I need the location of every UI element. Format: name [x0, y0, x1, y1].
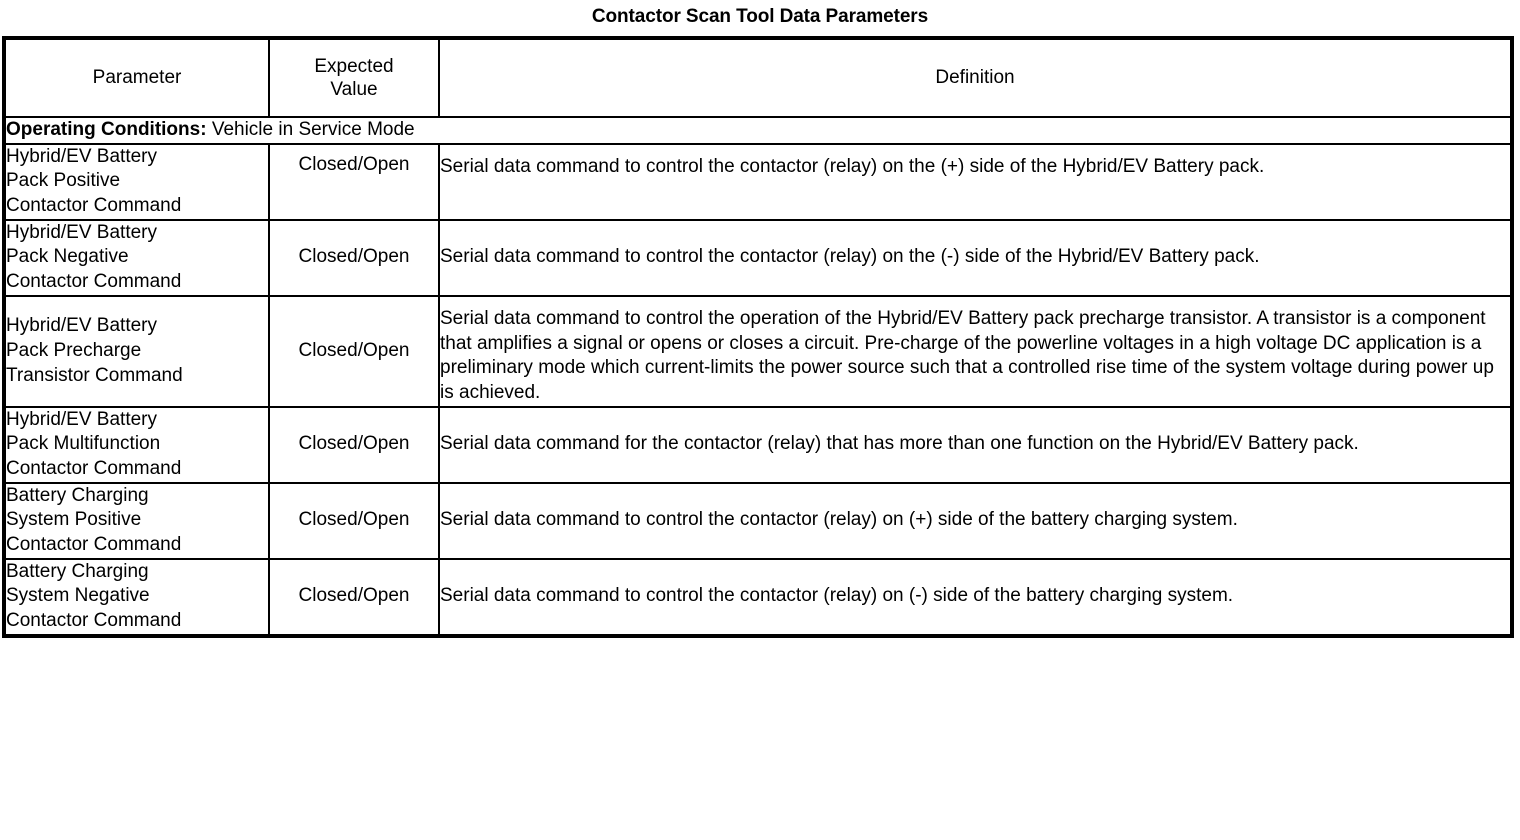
- parameter-line: Battery Charging: [6, 560, 149, 582]
- definition-cell: Serial data command to control the conta…: [438, 557, 1513, 637]
- parameter-name-cell: Hybrid/EV Battery Pack Negative Contacto…: [3, 218, 270, 297]
- parameter-line: Contactor Command: [6, 271, 182, 293]
- parameter-line: System Negative: [6, 585, 150, 607]
- expected-value-cell: Closed/Open: [268, 294, 440, 408]
- expected-value-cell: Closed/Open: [268, 557, 440, 637]
- parameter-line: Pack Precharge: [6, 339, 142, 361]
- parameter-line: Battery Charging: [6, 484, 149, 506]
- parameter-name-cell: Battery Charging System Positive Contact…: [3, 481, 270, 560]
- table-row: Battery Charging System Positive Contact…: [3, 481, 1513, 560]
- parameter-name-cell: Hybrid/EV Battery Pack Multifunction Con…: [3, 405, 270, 484]
- expected-value-cell: Closed/Open: [268, 481, 440, 560]
- parameter-line: Hybrid/EV Battery: [6, 221, 157, 243]
- table-row: Hybrid/EV Battery Pack Positive Contacto…: [3, 142, 1513, 221]
- column-header-parameter: Parameter: [3, 37, 270, 118]
- parameter-name-cell: Hybrid/EV Battery Pack Precharge Transis…: [3, 294, 270, 408]
- table-row: Hybrid/EV Battery Pack Multifunction Con…: [3, 405, 1513, 484]
- definition-cell: Serial data command to control the conta…: [438, 481, 1513, 560]
- expected-value-cell: Closed/Open: [268, 142, 440, 221]
- table-row: Battery Charging System Negative Contact…: [3, 557, 1513, 637]
- parameter-name-cell: Hybrid/EV Battery Pack Positive Contacto…: [3, 142, 270, 221]
- definition-cell: Serial data command for the contactor (r…: [438, 405, 1513, 484]
- table-header-row: Parameter Expected Value Definition: [3, 37, 1513, 118]
- parameter-line: Contactor Command: [6, 195, 182, 217]
- definition-cell: Serial data command to control the conta…: [438, 142, 1513, 221]
- definition-cell: Serial data command to control the conta…: [438, 218, 1513, 297]
- parameter-line: Contactor Command: [6, 610, 182, 632]
- parameter-line: Pack Multifunction: [6, 433, 161, 455]
- operating-conditions-value: Vehicle in Service Mode: [206, 119, 415, 140]
- parameter-line: Hybrid/EV Battery: [6, 145, 157, 167]
- column-header-expected-value-line2: Value: [330, 79, 378, 100]
- column-header-expected-value: Expected Value: [268, 37, 440, 118]
- column-header-definition: Definition: [438, 37, 1513, 118]
- expected-value-cell: Closed/Open: [268, 218, 440, 297]
- definition-cell: Serial data command to control the opera…: [438, 294, 1513, 408]
- parameter-line: System Positive: [6, 509, 142, 531]
- table-row: Hybrid/EV Battery Pack Precharge Transis…: [3, 294, 1513, 408]
- parameter-line: Hybrid/EV Battery: [6, 408, 157, 430]
- table-row: Hybrid/EV Battery Pack Negative Contacto…: [3, 218, 1513, 297]
- parameter-line: Contactor Command: [6, 457, 182, 479]
- parameter-line: Contactor Command: [6, 534, 182, 555]
- parameter-line: Pack Negative: [6, 246, 129, 268]
- expected-value-cell: Closed/Open: [268, 405, 440, 484]
- column-header-expected-value-line1: Expected: [314, 55, 394, 77]
- parameter-line: Transistor Command: [6, 364, 183, 386]
- operating-conditions-cell: Operating Conditions: Vehicle in Service…: [3, 116, 1513, 145]
- contactor-parameters-table: Parameter Expected Value Definition Oper…: [2, 36, 1514, 638]
- page-title: Contactor Scan Tool Data Parameters: [591, 6, 929, 27]
- parameter-line: Hybrid/EV Battery: [6, 315, 157, 337]
- parameter-line: Pack Positive: [6, 170, 121, 192]
- parameter-name-cell: Battery Charging System Negative Contact…: [3, 557, 270, 637]
- operating-conditions-label: Operating Conditions:: [6, 119, 207, 140]
- operating-conditions-row: Operating Conditions: Vehicle in Service…: [3, 116, 1513, 145]
